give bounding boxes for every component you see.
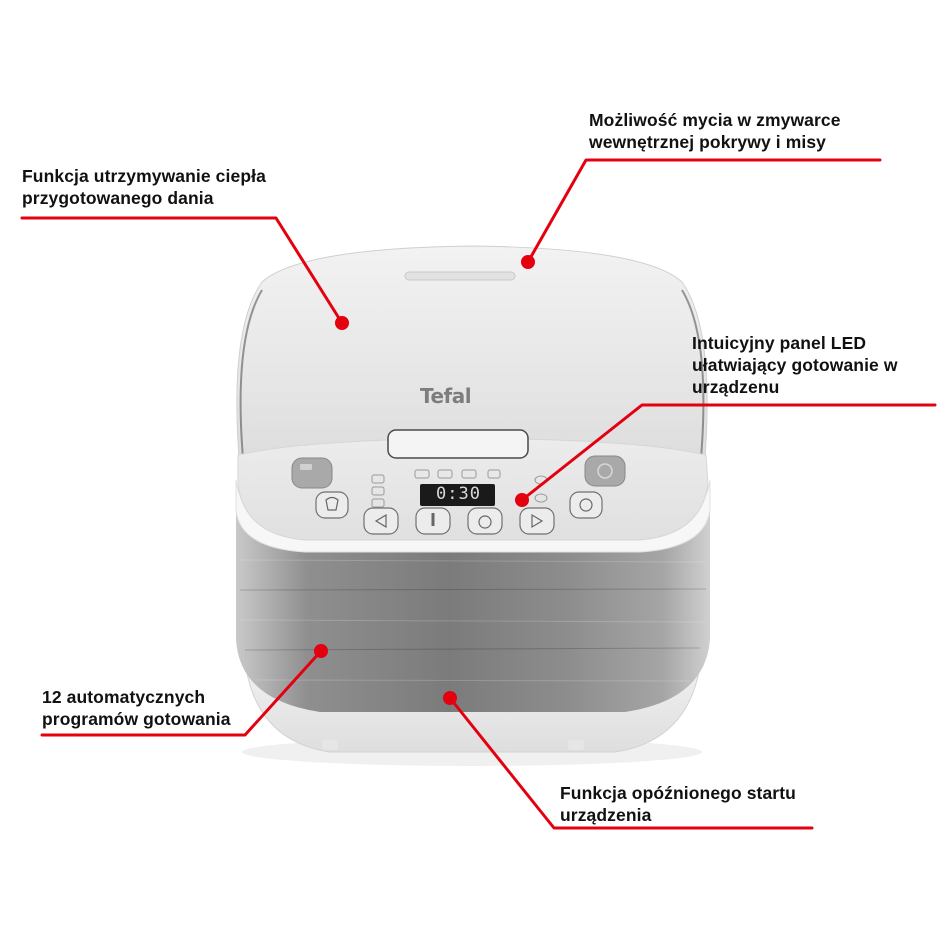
callout-delayed-start: Funkcja opóźnionego startu urządzenia [560, 782, 796, 826]
callout-line-keep-warm [20, 216, 344, 325]
temperature-button[interactable] [415, 507, 451, 535]
power-button[interactable] [584, 455, 626, 487]
steam-vent [404, 271, 516, 281]
callout-line-dishwasher [526, 158, 882, 264]
lid-left-edge [239, 289, 263, 471]
callout-dot-delayed-start [443, 691, 457, 705]
callout-dishwasher-safe: Możliwość mycia w zmywarce wewnętrznej p… [589, 109, 841, 153]
callout-led-panel: Intuicyjny panel LED ułatwiający gotowan… [692, 332, 898, 398]
steel-body [236, 510, 710, 712]
lid-release-handle[interactable] [387, 429, 529, 459]
clock-icon [579, 498, 593, 512]
cooker-base [243, 649, 703, 753]
menu-button[interactable] [315, 491, 349, 519]
floor-shadow [242, 738, 702, 766]
callout-auto-programs-line-2: programów gotowania [42, 709, 231, 729]
keep-warm-icon [300, 464, 312, 470]
callout-dot-keep-warm [335, 316, 349, 330]
power-icon [597, 463, 613, 479]
callout-keep-warm-line-1: Funkcja utrzymywanie ciepła [22, 166, 266, 186]
right-arrow-button[interactable] [519, 507, 555, 535]
callout-led-panel-line-3: urządzenu [692, 377, 780, 397]
keep-warm-button[interactable] [291, 457, 333, 489]
callout-delayed-start-line-1: Funkcja opóźnionego startu [560, 783, 796, 803]
delay-start-button[interactable] [569, 491, 603, 519]
callout-dot-auto-programs [314, 644, 328, 658]
callout-dots [314, 255, 535, 705]
stopwatch-icon [478, 515, 492, 529]
cooker-lid [236, 245, 708, 471]
timer-button[interactable] [467, 507, 503, 535]
callout-dot-dishwasher [521, 255, 535, 269]
left-arrow-icon [374, 513, 387, 529]
right-arrow-icon [531, 513, 544, 529]
chef-hat-icon [325, 496, 339, 511]
callout-dishwasher-line-2: wewnętrznej pokrywy i misy [589, 132, 826, 152]
callout-dishwasher-line-1: Możliwość mycia w zmywarce [589, 110, 841, 130]
callout-delayed-start-line-2: urządzenia [560, 805, 652, 825]
foot-left [322, 740, 338, 750]
callout-keep-warm: Funkcja utrzymywanie ciepła przygotowane… [22, 165, 266, 209]
callout-keep-warm-line-2: przygotowanego dania [22, 188, 214, 208]
foot-right [568, 740, 584, 750]
callout-line-led-panel [520, 403, 937, 502]
brand-logo: Tefal [420, 384, 472, 408]
lcd-time-readout: 0:30 [436, 484, 481, 504]
callout-dot-led-panel [515, 493, 529, 507]
callout-auto-programs-line-1: 12 automatycznych [42, 687, 206, 707]
callout-led-panel-line-1: Intuicyjny panel LED [692, 333, 867, 353]
callout-led-panel-line-2: ułatwiający gotowanie w [692, 355, 898, 375]
callout-auto-programs: 12 automatycznych programów gotowania [42, 686, 231, 730]
left-arrow-button[interactable] [363, 507, 399, 535]
brushed-texture [239, 559, 707, 682]
